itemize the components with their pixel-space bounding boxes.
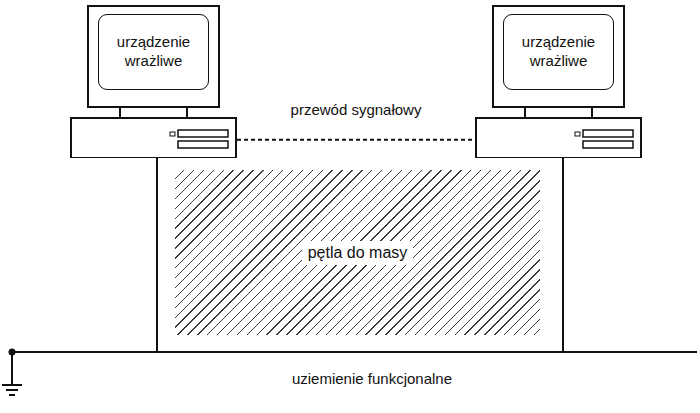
monitor-stand bbox=[120, 107, 187, 118]
area-label: pętla do masy bbox=[302, 241, 414, 265]
power-led bbox=[170, 132, 175, 136]
ground-lead bbox=[156, 158, 158, 352]
device-label: urządzenie wrażliwe bbox=[512, 33, 605, 71]
earth-bar bbox=[2, 384, 22, 386]
computer-node: urządzenie wrażliwe bbox=[475, 5, 642, 158]
screen-box: urządzenie wrażliwe bbox=[503, 14, 614, 90]
drive-slot bbox=[583, 130, 633, 137]
signal-cable bbox=[237, 139, 475, 141]
monitor-frame bbox=[88, 6, 219, 107]
earth-bar bbox=[9, 394, 15, 396]
earth-lead bbox=[11, 352, 13, 384]
screen-box: urządzenie wrażliwe bbox=[98, 14, 209, 90]
ground-bus bbox=[12, 351, 697, 353]
edge-label: przewód sygnałowy bbox=[288, 101, 425, 118]
monitor-frame bbox=[493, 6, 624, 107]
drive-slot bbox=[583, 141, 633, 148]
earth-bar bbox=[6, 389, 18, 391]
drive-slot bbox=[178, 141, 228, 148]
monitor-stand bbox=[525, 107, 592, 118]
ground-label: uziemienie funkcjonalne bbox=[289, 370, 455, 387]
junction-dot bbox=[9, 349, 16, 356]
ground-loop-area: pętla do masy bbox=[175, 170, 540, 335]
drive-slot bbox=[178, 130, 228, 137]
device-label: urządzenie wrażliwe bbox=[107, 33, 200, 71]
ground-lead bbox=[562, 158, 564, 352]
power-led bbox=[575, 132, 580, 136]
computer-node: urządzenie wrażliwe bbox=[70, 5, 237, 158]
system-unit bbox=[71, 118, 236, 158]
system-unit bbox=[476, 118, 641, 158]
